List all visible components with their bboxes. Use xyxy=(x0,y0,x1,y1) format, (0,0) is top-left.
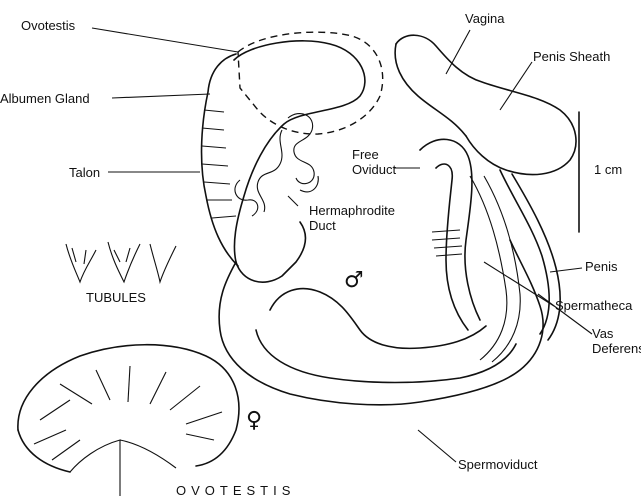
label-ovotestis-caption: OVOTESTIS xyxy=(176,483,295,498)
label-penis-sheath: Penis Sheath xyxy=(533,49,610,64)
label-free-oviduct: Free Oviduct xyxy=(352,147,396,177)
label-albumen-gland: Albumen Gland xyxy=(0,91,90,106)
spermoviduct-inner xyxy=(270,289,486,349)
label-scale: 1 cm xyxy=(594,162,622,177)
vas-deferens-shape xyxy=(470,176,507,360)
spermoviduct-shape xyxy=(219,240,543,405)
spermoviduct-outer xyxy=(256,330,516,383)
label-spermoviduct: Spermoviduct xyxy=(458,457,537,472)
label-vagina: Vagina xyxy=(465,11,505,26)
albumen-gland-shape xyxy=(234,41,365,282)
female-symbol: ♀ xyxy=(246,410,262,432)
label-penis: Penis xyxy=(585,259,618,274)
label-vas-deferens: Vas Deferens xyxy=(592,326,641,356)
tubules-sketch xyxy=(66,242,176,282)
label-hermaphrodite-duct: Hermaphrodite Duct xyxy=(309,203,395,233)
label-ovotestis: Ovotestis xyxy=(21,18,75,33)
ovotestis-drawing xyxy=(18,345,239,496)
albumen-gland-inner xyxy=(202,54,238,266)
label-talon: Talon xyxy=(69,165,100,180)
label-tubules: TUBULES xyxy=(86,290,146,305)
hermaphrodite-duct-coils xyxy=(235,114,318,216)
male-symbol: ♂ xyxy=(344,270,364,292)
label-spermatheca: Spermatheca xyxy=(555,298,632,313)
